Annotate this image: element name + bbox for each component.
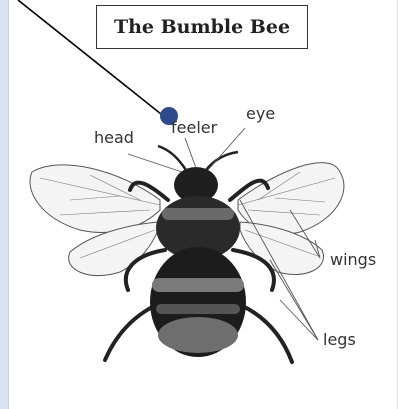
label-eye: eye: [246, 104, 275, 123]
label-feeler: feeler: [171, 118, 217, 137]
label-wings: wings: [330, 250, 376, 269]
right-hindwing: [240, 222, 324, 275]
left-forewing: [30, 165, 160, 233]
label-head: head: [94, 128, 134, 147]
label-legs: legs: [323, 330, 356, 349]
feeler-pointer: [185, 138, 196, 168]
pointer-line: [18, 0, 166, 118]
